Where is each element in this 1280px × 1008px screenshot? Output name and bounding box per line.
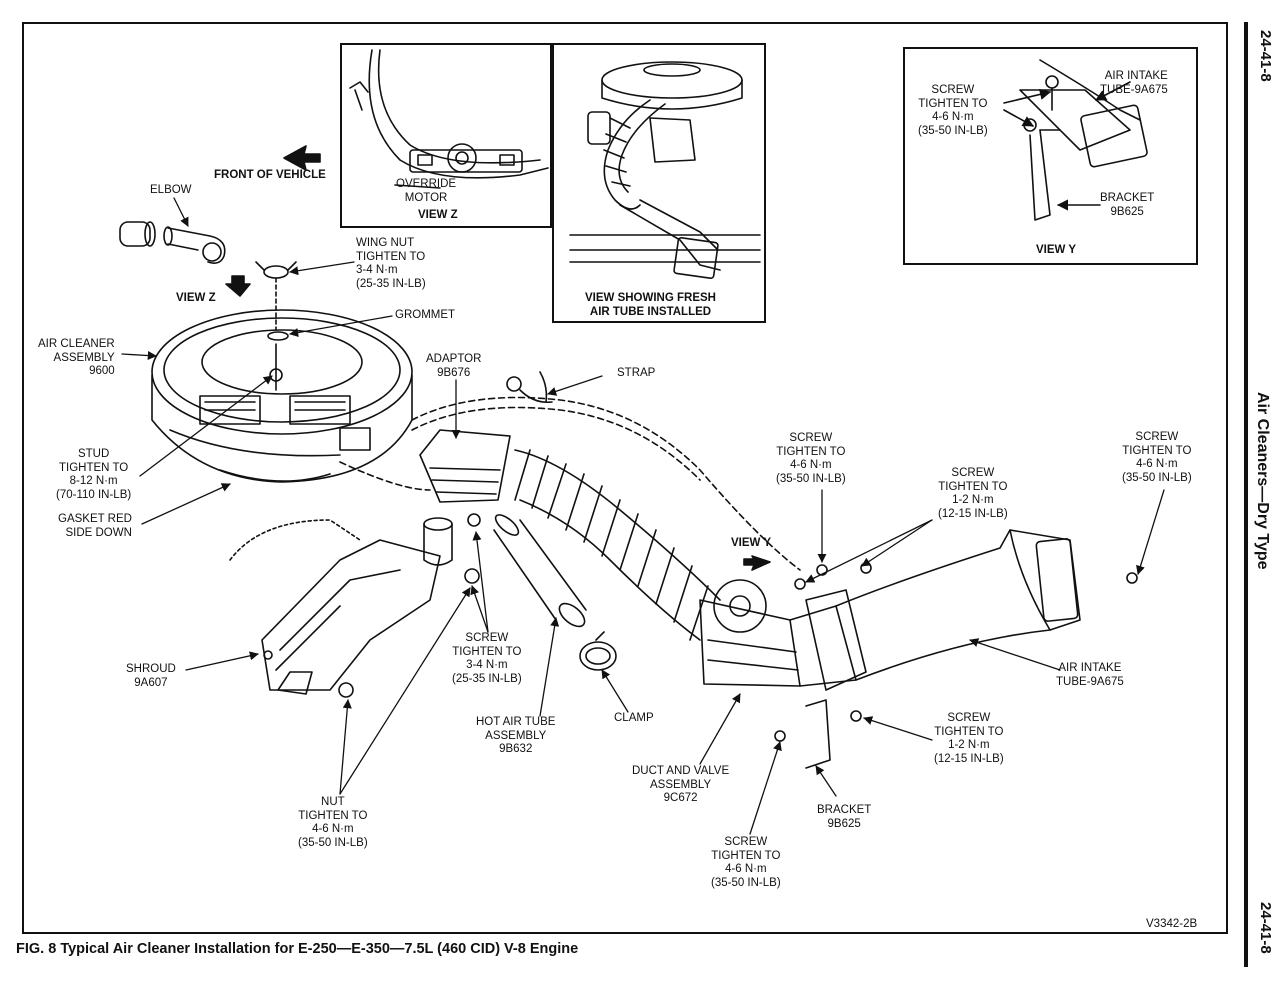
page-number-bottom: 24-41-8	[1257, 902, 1274, 954]
hot-air-tube	[423, 514, 587, 628]
inset-view-z	[340, 43, 552, 228]
diagram-frame	[22, 22, 1228, 934]
leader-lines	[121, 197, 1165, 835]
duct-valve-part	[699, 579, 857, 687]
elbow-part	[119, 221, 226, 264]
section-title: Air Cleaners—Dry Type	[1254, 392, 1271, 570]
label-view-z: VIEW Z	[176, 292, 216, 304]
adaptor-part	[339, 396, 801, 571]
front-arrow-icon	[283, 145, 321, 171]
view-z-drawing	[349, 49, 549, 189]
label-inset-view-z: VIEW Z	[418, 209, 458, 221]
label-clamp: CLAMP	[614, 712, 654, 724]
view-y-drawing	[1003, 59, 1148, 221]
wing-nut-part	[255, 261, 297, 341]
label-grommet: GROMMET	[395, 309, 456, 321]
sidebar-rule	[1244, 22, 1248, 967]
clamp-part	[579, 631, 617, 671]
label-strap: STRAP	[617, 367, 656, 379]
label-inset-view-y: VIEW Y	[1036, 244, 1077, 256]
air-cleaner-drawing	[151, 309, 413, 483]
figure-code: V3342-2B	[1146, 918, 1198, 930]
shroud-part	[229, 519, 441, 695]
figure-caption: FIG. 8 Typical Air Cleaner Installation …	[16, 941, 579, 957]
view-y-arrow-icon	[743, 555, 771, 571]
fresh-air-drawing	[569, 61, 761, 280]
inset-view-y	[903, 47, 1198, 265]
page-number-top: 24-41-8	[1257, 30, 1274, 82]
view-z-arrow-icon	[225, 275, 251, 297]
air-intake-tube	[805, 529, 1081, 691]
fasteners	[338, 513, 1138, 769]
label-elbow: ELBOW	[150, 184, 192, 196]
corrugated-duct	[514, 449, 721, 641]
inset-fresh-air	[552, 43, 766, 323]
label-front-of-vehicle: FRONT OF VEHICLE	[214, 169, 326, 181]
label-view-y: VIEW Y	[731, 537, 772, 549]
strap-part	[506, 371, 553, 404]
